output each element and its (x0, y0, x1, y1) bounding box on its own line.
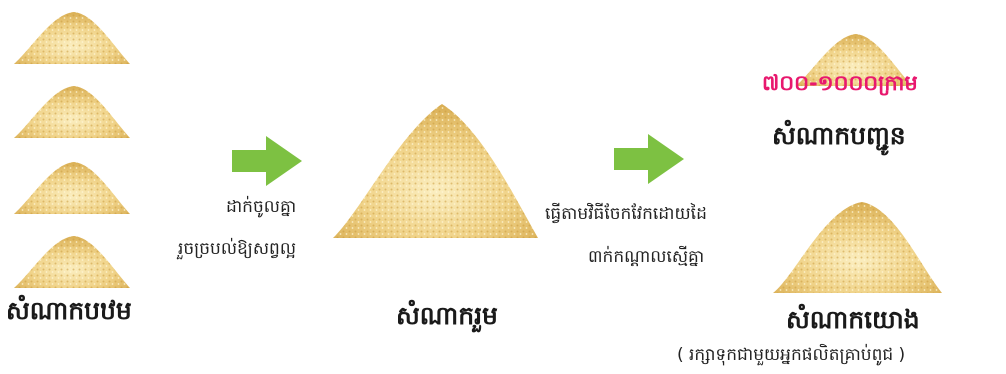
grain-pile-icon (14, 12, 130, 64)
reserve-sample-note: ( រក្សាទុកជាមួយអ្នកផលិតគ្រាប់ពូជ ) (677, 345, 906, 365)
primary-sample-label: សំណាកបឋម (6, 296, 132, 325)
grain-pile-icon (14, 162, 130, 214)
divide-step-line1: ធ្វើតាមវិធីចែកវែកដោយដៃ (545, 204, 707, 224)
right-arrow-icon (232, 136, 302, 186)
right-arrow-icon (614, 134, 684, 184)
weight-label: ៧០០-១០០០ក្រាម (762, 71, 918, 95)
reserve-sample-label: សំណាកយោង (786, 305, 920, 334)
submit-grain-pile-icon (796, 34, 912, 86)
reserve-grain-pile-icon (773, 202, 942, 293)
submit-sample-label: សំណាកបញ្ជូន (772, 121, 906, 150)
composite-sample-label: សំណាករួម (396, 301, 498, 330)
composite-grain-pile-icon (333, 104, 538, 238)
grain-pile-icon (14, 86, 130, 138)
grain-pile-icon (14, 236, 130, 288)
mix-step-line1: ដាក់ចូលគ្នា (226, 197, 297, 217)
divide-step-line2: ៣ក់កណ្ដាលស្មើគ្នា (588, 247, 705, 267)
mix-step-line2: រួចច្របល់ឱ្យសព្វល្អ (178, 239, 297, 259)
